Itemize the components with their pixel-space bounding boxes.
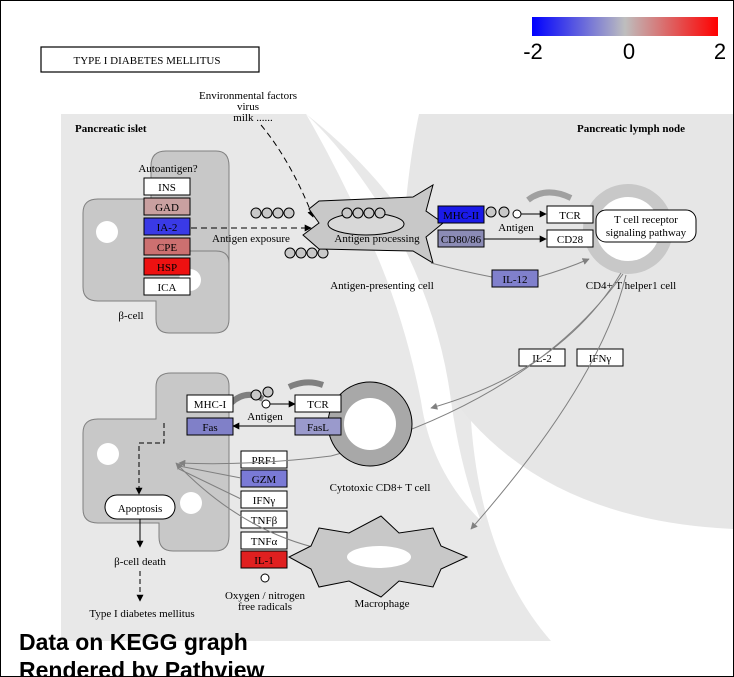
env-factors-milk: milk ...... [233,112,273,124]
gene-TCR-ctl-label: TCR [307,399,329,411]
env-factors-virus: virus [237,101,259,113]
antigen-exposure-label: Antigen exposure [212,233,290,245]
region-label-islet: Pancreatic islet [75,123,147,135]
gene-CD8086-label: CD80/86 [441,234,482,246]
legend-tick-low: -2 [523,39,543,64]
beta-death-label: β-cell death [114,556,166,568]
gene-Fas[interactable]: Fas [186,417,234,436]
autoantigen-label: Autoantigen? [138,163,197,175]
antigen-label-top: Antigen [498,222,534,234]
env-to-apc-arrow [260,124,314,218]
antigen-peptides-left [250,207,329,259]
gene-CD8086[interactable]: CD80/86 [437,229,485,248]
gene-GAD-label: GAD [155,202,179,214]
tcr-pathway-line1: T cell receptor [614,214,678,226]
gene-TNFA-label: TNFα [251,536,278,548]
gene-TCR-ctl[interactable]: TCR [294,394,342,413]
gene-IL1-label: IL-1 [254,555,274,567]
gene-GZM-label: GZM [252,474,277,486]
gene-GZM[interactable]: GZM [240,469,288,488]
free-radical-node [260,573,270,583]
gene-IL1[interactable]: IL-1 [240,550,288,569]
gene-PRF1[interactable]: PRF1 [240,450,288,469]
macrophage-label: Macrophage [355,598,410,610]
env-factors-label: Environmental factors [199,90,297,102]
antigen-peptides-apc [341,207,386,219]
gene-IFNG-mid-label: IFNγ [253,495,276,507]
gene-IA2[interactable]: IA-2 [143,217,191,236]
region-gap [306,114,481,521]
region-label-lymph: Pancreatic lymph node [577,123,685,135]
gene-MHC2[interactable]: MHC-II [437,205,485,224]
gene-TCR-top[interactable]: TCR [546,205,594,224]
gene-PRF1-label: PRF1 [251,455,276,467]
gene-FasL-label: FasL [307,422,329,434]
gene-CD28-label: CD28 [557,234,584,246]
effector-arrows [175,455,332,550]
gene-IFNG-top-label: IFNγ [589,353,612,365]
gene-HSP[interactable]: HSP [143,257,191,276]
oxygen-line2: free radicals [238,601,292,613]
gene-TNFB-label: TNFβ [251,515,278,527]
gene-IL12[interactable]: IL-12 [491,269,539,288]
gene-Fas-label: Fas [202,422,217,434]
gene-ICA[interactable]: ICA [143,277,191,296]
gene-MHC1-label: MHC-I [194,399,227,411]
legend-color-bar [532,17,718,36]
gene-INS-label: INS [158,182,176,194]
footer-line2: Rendered by Pathview [19,657,265,677]
gene-CD28[interactable]: CD28 [546,229,594,248]
legend-tick-mid: 0 [623,39,635,64]
ctl-label: Cytotoxic CD8+ T cell [330,482,431,494]
apoptosis-label: Apoptosis [118,503,163,515]
antigen-label-bottom: Antigen [247,411,283,423]
gene-IL12-label: IL-12 [502,274,527,286]
apc-label: Antigen-presenting cell [330,280,434,292]
gene-CPE[interactable]: CPE [143,237,191,256]
gene-CPE-label: CPE [157,242,177,254]
antigen-processing-label: Antigen processing [334,233,420,245]
footer-line1: Data on KEGG graph [19,629,248,655]
gene-INS[interactable]: INS [143,177,191,196]
gene-HSP-label: HSP [157,262,177,274]
pathway-title: TYPE I DIABETES MELLITUS [74,55,221,67]
title-box [40,46,260,73]
gene-IL2-label: IL-2 [532,353,552,365]
gene-ICA-label: ICA [158,282,177,294]
beta-cell-nucleus-1 [96,221,118,243]
gene-IFNG-top[interactable]: IFNγ [576,348,624,367]
gene-IFNG-mid[interactable]: IFNγ [240,490,288,509]
beta-cell-label: β-cell [118,310,143,322]
gene-TNFA[interactable]: TNFα [240,531,288,550]
gene-GAD[interactable]: GAD [143,197,191,216]
gene-IA2-label: IA-2 [157,222,178,234]
gene-FasL[interactable]: FasL [294,417,342,436]
oxygen-line1: Oxygen / nitrogen [225,590,306,602]
gene-MHC1[interactable]: MHC-I [186,394,234,413]
gene-TNFB[interactable]: TNFβ [240,510,288,529]
cd4-label: CD4+ T helper1 cell [586,280,676,292]
gene-MHC2-label: MHC-II [443,210,479,222]
t1dm-label: Type I diabetes mellitus [89,608,194,620]
gene-TCR-top-label: TCR [559,210,581,222]
legend-tick-high: 2 [714,39,726,64]
tcr-pathway-node[interactable] [595,209,697,243]
tcr-pathway-line2: signaling pathway [606,227,687,239]
gene-IL2[interactable]: IL-2 [518,348,566,367]
